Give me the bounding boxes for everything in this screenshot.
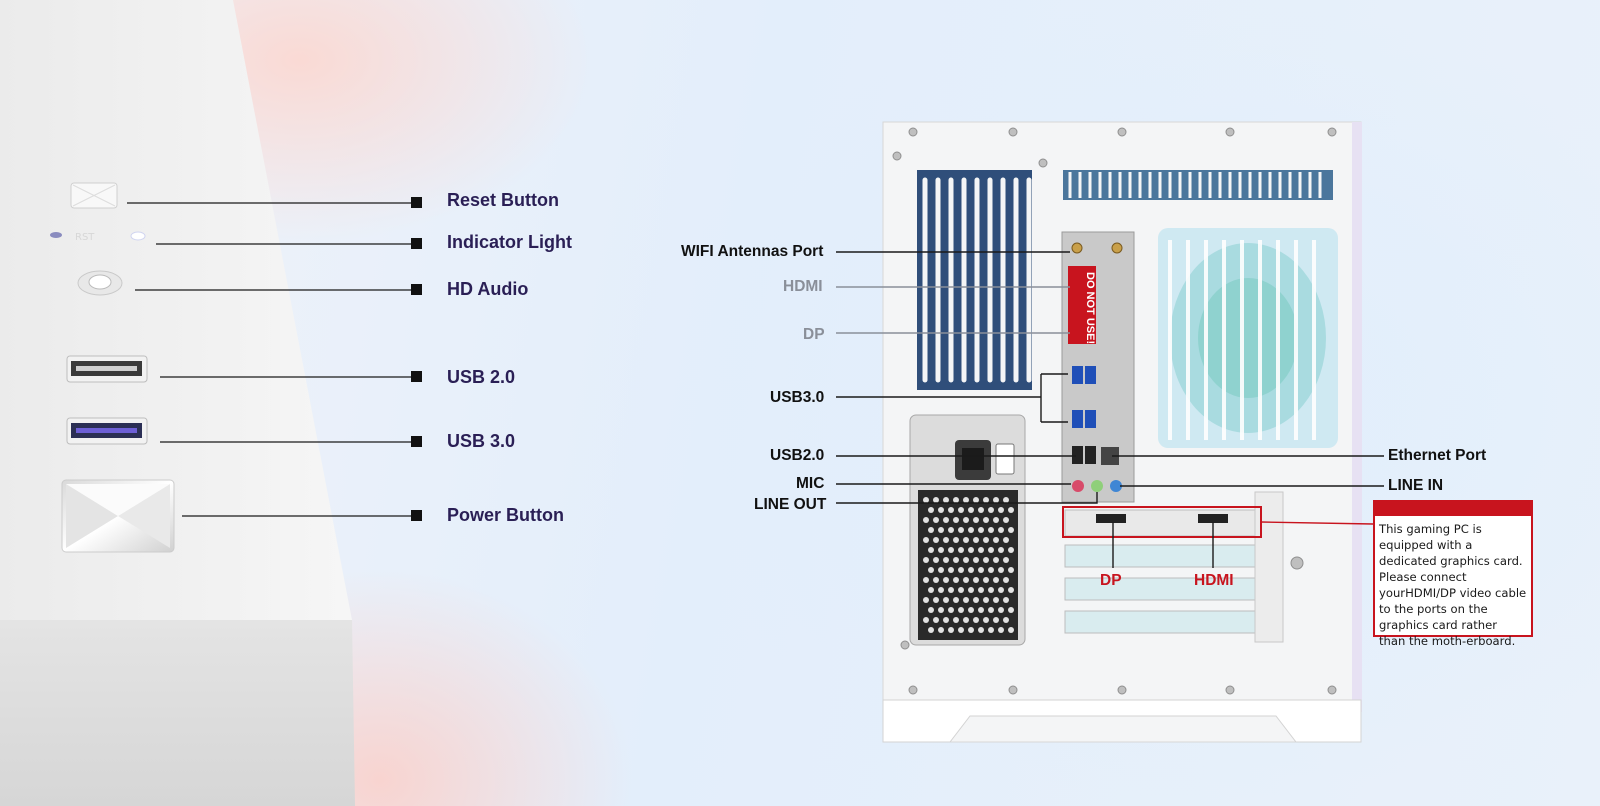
front-leader-markers <box>411 197 422 521</box>
power-button-shape <box>61 479 175 553</box>
label-reset-button: Reset Button <box>447 190 559 210</box>
do-not-use-sticker: DO NOT USE! <box>1084 272 1096 344</box>
rear-case-illustration <box>882 121 1362 743</box>
usb2-port-shape <box>66 355 148 383</box>
label-line-in: LINE IN <box>1388 477 1444 494</box>
graphics-card-note: This gaming PC is equipped with a dedica… <box>1373 500 1533 648</box>
label-usb3-rear: USB3.0 <box>770 389 825 406</box>
label-usb2-rear: USB2.0 <box>770 447 825 464</box>
reset-button-shape <box>70 182 118 209</box>
label-usb2-front: USB 2.0 <box>447 367 516 387</box>
top-vent-slots <box>1068 172 1322 198</box>
usb3-port-shape <box>66 417 148 445</box>
note-leader-line <box>1260 521 1374 525</box>
label-power-button: Power Button <box>447 505 564 525</box>
label-ethernet-port: Ethernet Port <box>1388 447 1487 464</box>
side-vent-slots <box>922 177 1032 383</box>
psu-mesh <box>923 497 1014 633</box>
label-dp-gpu: DP <box>1100 572 1122 589</box>
label-indicator-light: Indicator Light <box>447 232 572 252</box>
label-mic: MIC <box>796 475 825 492</box>
indicator-light-shape: RST <box>50 231 146 243</box>
label-hdmi-motherboard: HDMI <box>783 278 823 295</box>
label-hdmi-gpu: HDMI <box>1194 572 1234 589</box>
label-usb3-front: USB 3.0 <box>447 431 516 451</box>
label-wifi-antennas-port: WIFI Antennas Port <box>681 243 824 260</box>
rear-leader-lines <box>836 251 1384 568</box>
label-hd-audio: HD Audio <box>447 279 529 299</box>
fan-grille <box>1168 240 1316 440</box>
case-screws <box>892 127 1337 695</box>
label-line-out: LINE OUT <box>754 496 827 513</box>
hd-audio-jack-shape <box>77 270 123 296</box>
front-leader-lines <box>127 202 416 517</box>
svg-text:RST: RST <box>75 232 95 243</box>
case-front-edge <box>0 620 355 806</box>
note-text: This gaming PC is equipped with a dedica… <box>1379 522 1527 648</box>
label-dp-motherboard: DP <box>803 326 825 343</box>
rear-leader-lines-grey <box>836 286 1070 334</box>
note-header-bar <box>1375 502 1531 516</box>
case-top-surface <box>0 0 352 620</box>
